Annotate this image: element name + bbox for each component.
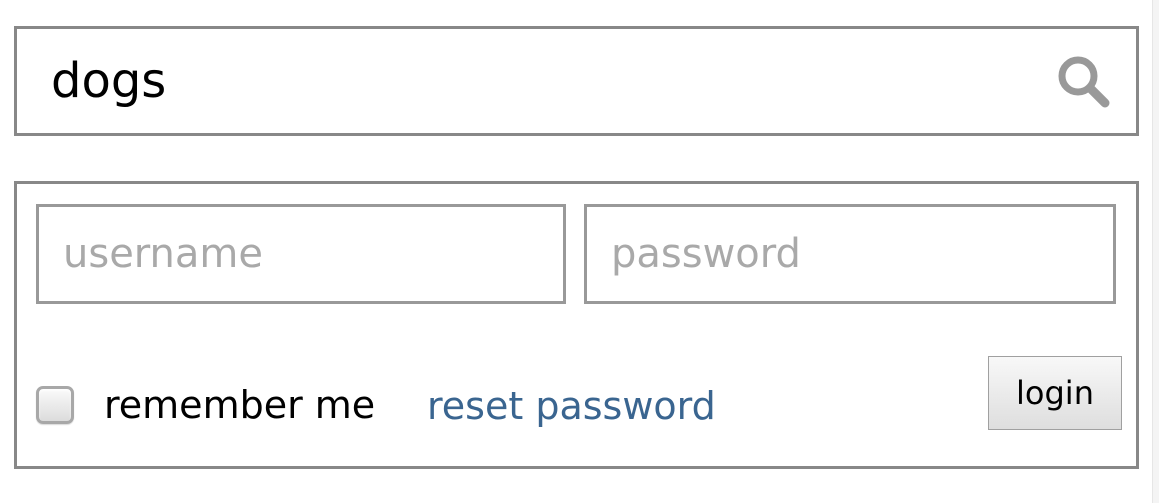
username-field[interactable] — [36, 204, 566, 304]
login-button[interactable]: login — [988, 356, 1122, 430]
login-panel: remember me reset password login — [14, 181, 1139, 469]
remember-me-checkbox[interactable] — [36, 386, 74, 424]
remember-me: remember me — [36, 382, 375, 428]
search-bar — [14, 26, 1139, 136]
remember-me-label[interactable]: remember me — [104, 383, 376, 427]
password-field[interactable] — [584, 204, 1116, 304]
scrollbar-track — [1152, 0, 1159, 503]
search-input[interactable] — [51, 43, 1011, 119]
search-icon[interactable] — [1055, 53, 1111, 109]
reset-password-link[interactable]: reset password — [427, 384, 716, 428]
